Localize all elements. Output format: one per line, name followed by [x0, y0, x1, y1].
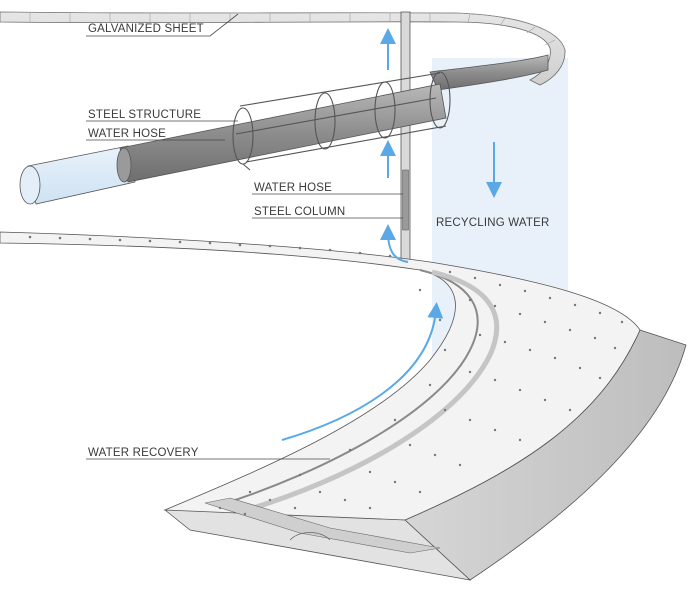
- water-hose-main-label: WATER HOSE: [88, 128, 166, 140]
- label-water-hose-column: WATER HOSE: [252, 182, 403, 195]
- water-hose-column-label: WATER HOSE: [254, 182, 332, 194]
- label-water-hose-main: WATER HOSE: [86, 128, 225, 141]
- water-hose-main: [19, 83, 447, 205]
- water-recovery-surface: [0, 231, 687, 581]
- steel-structure-cage: [232, 71, 451, 171]
- hose-rear: [429, 54, 549, 91]
- steel-structure-label: STEEL STRUCTURE: [88, 109, 201, 121]
- galvanized-sheet-label: GALVANIZED SHEET: [88, 23, 204, 35]
- recycling-water-label: RECYCLING WATER: [436, 217, 550, 229]
- water-recovery-label: WATER RECOVERY: [88, 447, 199, 459]
- galvanized-sheet: [0, 11, 566, 86]
- arrow-water-recovery: [281, 302, 444, 441]
- steel-column-label: STEEL COLUMN: [254, 206, 345, 218]
- label-galvanized-sheet: GALVANIZED SHEET: [86, 13, 239, 37]
- label-steel-structure: STEEL STRUCTURE: [86, 109, 238, 122]
- steel-column: [400, 11, 411, 263]
- flow-arrows: [281, 28, 502, 441]
- label-steel-column: STEEL COLUMN: [252, 206, 403, 219]
- label-water-recovery: WATER RECOVERY: [86, 447, 330, 460]
- arrow-curve-column: [380, 224, 409, 263]
